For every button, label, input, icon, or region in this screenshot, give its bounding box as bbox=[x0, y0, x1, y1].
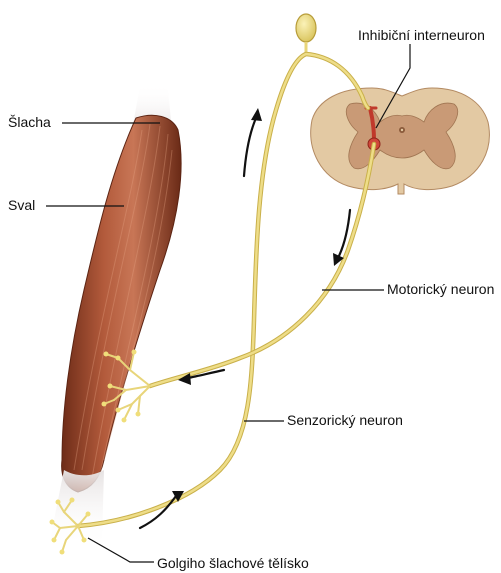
tendon-bottom bbox=[50, 470, 104, 547]
label-inhibitory-interneuron: Inhibiční interneuron bbox=[358, 27, 485, 43]
label-sensory-neuron: Senzorický neuron bbox=[287, 412, 403, 428]
arrow-sensory-up bbox=[244, 118, 256, 176]
arrow-sensory-up-head bbox=[251, 108, 262, 121]
label-tendon: Šlacha bbox=[8, 114, 51, 130]
label-golgi-tendon-organ: Golgiho šlachové tělísko bbox=[157, 555, 309, 571]
sensory-neuron-soma bbox=[296, 14, 316, 54]
label-motor-neuron: Motorický neuron bbox=[387, 281, 494, 297]
label-muscle: Sval bbox=[8, 197, 35, 213]
spinal-cord bbox=[311, 88, 490, 194]
